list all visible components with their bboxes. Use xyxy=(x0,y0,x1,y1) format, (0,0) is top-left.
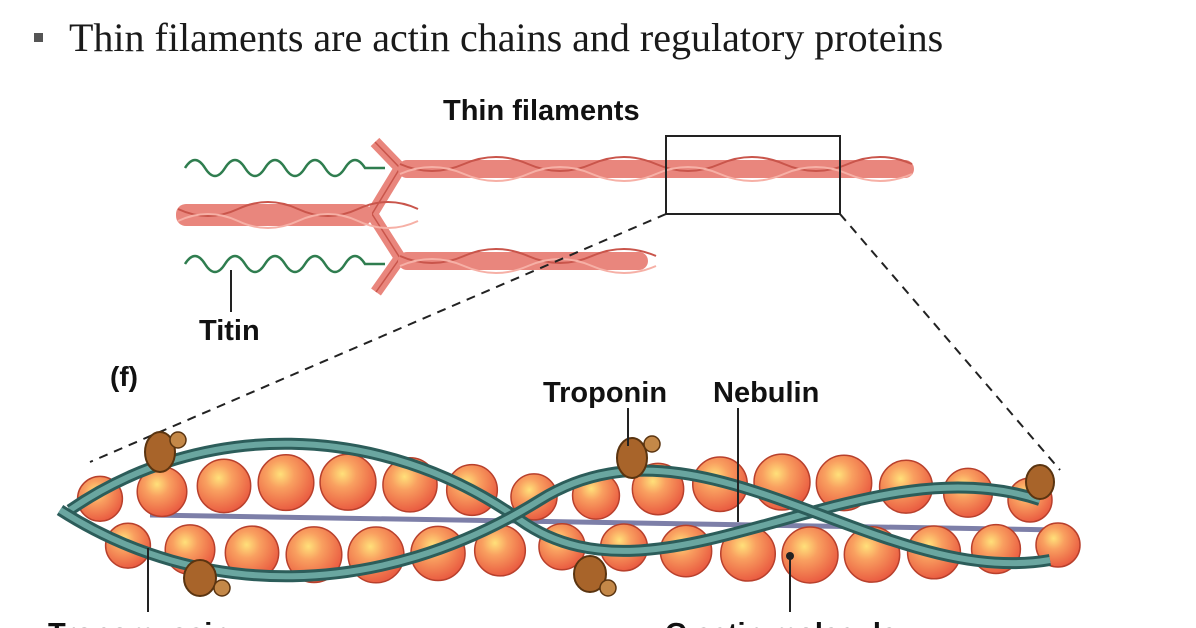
zoom-box xyxy=(665,135,841,215)
nebulin-strand xyxy=(149,512,1061,533)
label-troponin: Troponin xyxy=(543,377,667,409)
thin-filament-strand-left xyxy=(176,201,419,229)
titin-coil-top xyxy=(183,158,385,178)
bullet-row: Thin filaments are actin chains and regu… xyxy=(34,14,943,61)
thin-filament-strand-bottom xyxy=(398,248,657,274)
label-nebulin: Nebulin xyxy=(713,377,819,409)
troponin-complex-2 xyxy=(616,435,661,479)
bullet-text: Thin filaments are actin chains and regu… xyxy=(69,15,944,60)
g-actin-bead xyxy=(319,453,377,511)
filament-detail xyxy=(56,431,1081,597)
label-thin-filaments: Thin filaments xyxy=(443,95,640,127)
titin-coil-bottom xyxy=(183,254,385,274)
troponin-complex-4 xyxy=(573,555,617,597)
square-bullet-icon xyxy=(34,33,43,42)
g-actin-bead xyxy=(257,454,315,512)
zoom-line-left xyxy=(89,213,667,463)
label-g-actin: G actin molecule xyxy=(665,618,897,628)
troponin-complex-5 xyxy=(1025,464,1055,500)
g-actin-bead xyxy=(781,526,839,584)
thin-filament-strand-top xyxy=(398,156,914,182)
zoom-line-right xyxy=(839,213,1061,471)
label-tropomyosin: Tropomyosin xyxy=(48,618,230,628)
label-titin: Titin xyxy=(199,315,260,347)
troponin-complex-1 xyxy=(144,431,187,473)
thin-filament-overview xyxy=(176,135,914,312)
label-panel-f: (f) xyxy=(110,361,138,392)
troponin-complex-3 xyxy=(183,559,231,597)
g-actin-bead xyxy=(196,458,252,514)
